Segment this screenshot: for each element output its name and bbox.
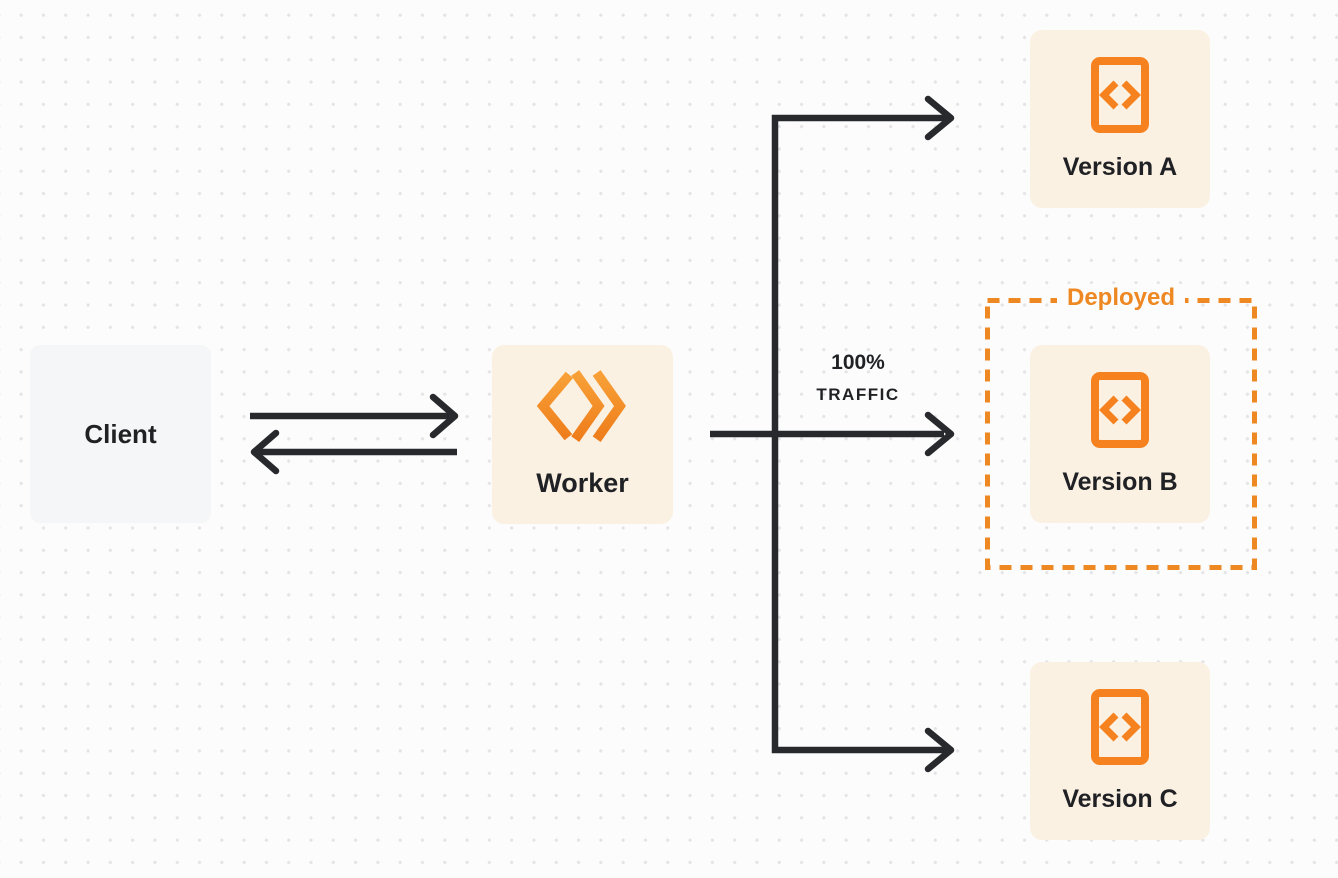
version-c-label: Version C: [1062, 784, 1178, 813]
version-c-node: Version C: [1030, 662, 1210, 840]
deployed-group: Deployed: [985, 284, 1257, 570]
code-file-icon: [1091, 688, 1149, 765]
traffic-word-label: TRAFFIC: [816, 385, 900, 404]
branch-to-version-a-arrowhead-icon: [924, 95, 955, 141]
deployed-label: Deployed: [1056, 284, 1186, 312]
version-b-label: Version B: [1062, 467, 1178, 496]
branch-trunk-line: [771, 114, 946, 754]
version-b-node: Version B: [1030, 345, 1210, 523]
code-file-icon: [1091, 371, 1149, 448]
client-node: Client: [30, 345, 211, 523]
worker-to-version-b-arrowhead-icon: [924, 411, 955, 457]
branch-to-version-c-arrowhead-icon: [924, 727, 955, 773]
version-a-label: Version A: [1062, 152, 1178, 181]
client-label: Client: [84, 418, 157, 449]
worker-node: Worker: [492, 345, 673, 524]
traffic-percent-label: 100%: [831, 351, 885, 374]
code-file-icon: [1091, 56, 1149, 133]
worker-to-client-arrowhead-icon: [250, 429, 280, 475]
version-a-node: Version A: [1030, 30, 1210, 208]
worker-label: Worker: [536, 468, 629, 498]
client-to-worker-arrowhead-icon: [429, 393, 459, 439]
cloudflare-workers-logo-icon: [536, 370, 626, 442]
traffic-annotation: 100% TRAFFIC: [808, 350, 908, 406]
